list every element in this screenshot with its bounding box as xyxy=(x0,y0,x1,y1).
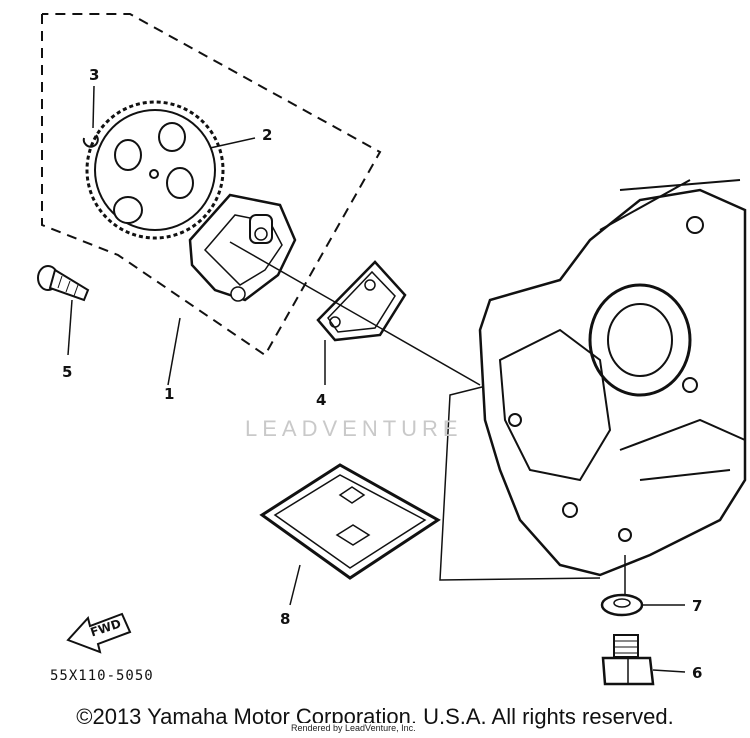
crankcase xyxy=(478,179,747,600)
rendered-by-notice: Rendered by LeadVenture, Inc. xyxy=(290,723,417,733)
alignment-line xyxy=(229,241,481,386)
pump-gasket xyxy=(316,260,407,385)
oil-pump-body xyxy=(188,193,297,302)
callout-7: 7 xyxy=(692,597,703,615)
oil-strainer xyxy=(259,463,441,606)
circlip xyxy=(82,85,99,148)
fwd-arrow-icon xyxy=(66,612,132,654)
pump-bolt xyxy=(37,265,90,356)
strainer-bracket-line xyxy=(439,384,601,581)
callout-1: 1 xyxy=(164,385,175,403)
callout-6: 6 xyxy=(692,664,703,682)
drain-bolt xyxy=(601,634,686,686)
callout-5: 5 xyxy=(62,363,73,381)
watermark: LEADVENTURE xyxy=(245,416,463,441)
callout-4: 4 xyxy=(316,391,327,409)
callout-8: 8 xyxy=(280,610,291,628)
drain-washer xyxy=(600,593,685,617)
callout-2: 2 xyxy=(262,126,273,144)
assembly-dashed-outline xyxy=(41,13,382,357)
sprocket-gear xyxy=(85,100,225,240)
callout-3: 3 xyxy=(89,66,100,84)
diagram-code: 55X110-5050 xyxy=(50,668,154,684)
